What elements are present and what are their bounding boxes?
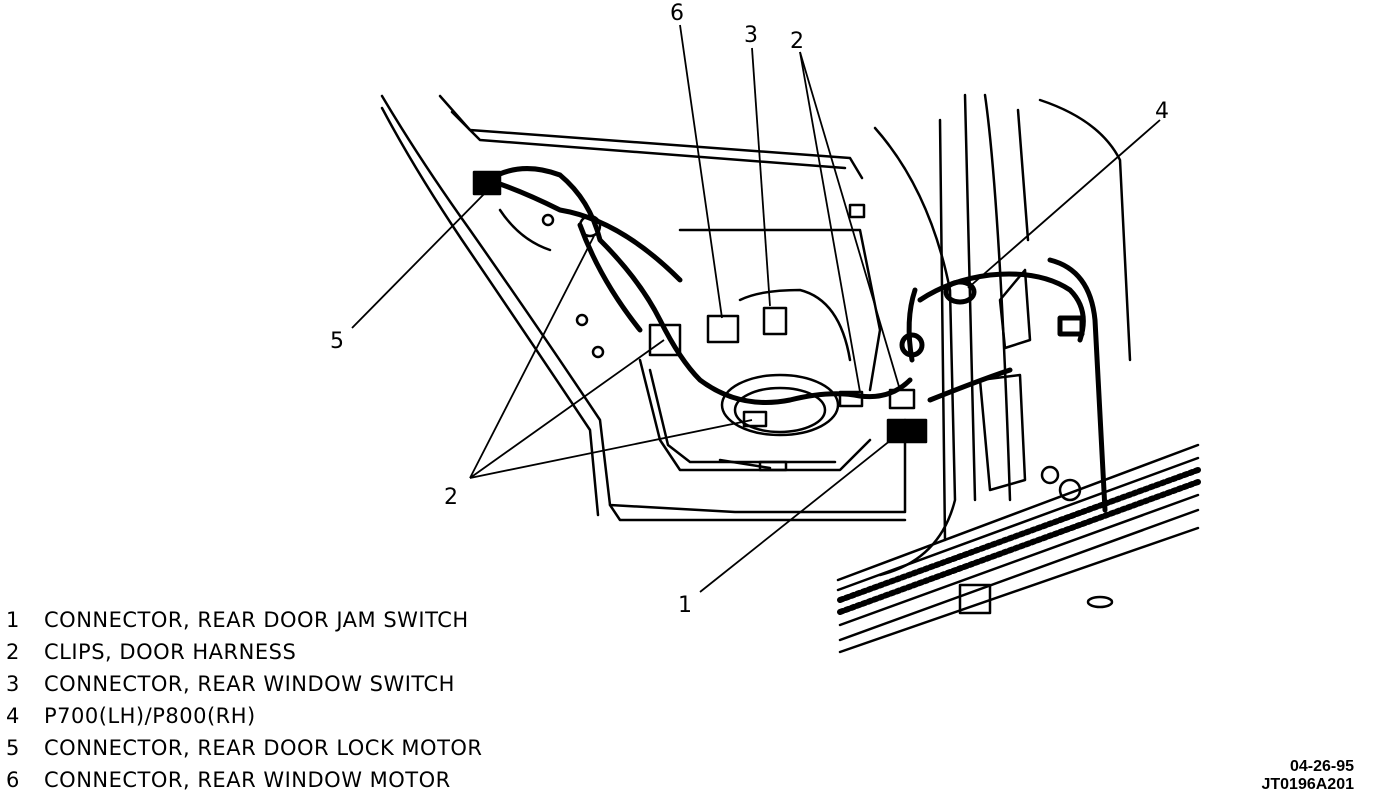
callout-5: 5: [330, 329, 344, 354]
legend-item: 4 P700(LH)/P800(RH): [6, 700, 483, 732]
legend-text: CLIPS, DOOR HARNESS: [44, 640, 297, 664]
legend-text: P700(LH)/P800(RH): [44, 704, 256, 728]
legend-text: CONNECTOR, REAR WINDOW MOTOR: [44, 768, 451, 792]
harness-connectors: [472, 170, 928, 444]
legend-item: 3 CONNECTOR, REAR WINDOW SWITCH: [6, 668, 483, 700]
legend-text: CONNECTOR, REAR DOOR JAM SWITCH: [44, 608, 469, 632]
legend-number: 6: [6, 768, 20, 792]
legend-item: 2 CLIPS, DOOR HARNESS: [6, 636, 483, 668]
figure-date: 04-26-95: [1289, 758, 1354, 775]
callout-2-bottom: 2: [444, 485, 458, 510]
legend-number: 3: [6, 672, 20, 696]
callout-4: 4: [1155, 99, 1169, 124]
callout-6: 6: [670, 1, 684, 26]
legend-number: 4: [6, 704, 20, 728]
pillar-harness: [899, 257, 1108, 513]
legend-item: 5 CONNECTOR, REAR DOOR LOCK MOTOR: [6, 732, 483, 764]
rocker-sill: [836, 443, 1201, 654]
legend-item: 6 CONNECTOR, REAR WINDOW MOTOR: [6, 764, 483, 796]
callout-3: 3: [744, 23, 758, 48]
legend-number: 5: [6, 736, 20, 760]
leader-lines: [351, 24, 1161, 593]
callout-2-top: 2: [790, 29, 804, 54]
door-harness: [485, 166, 913, 405]
legend-number: 2: [6, 640, 20, 664]
speaker-opening: [720, 288, 852, 437]
figure-stamp: 04-26-95 JT0196A201: [1261, 758, 1354, 794]
callout-1: 1: [678, 593, 692, 618]
legend-text: CONNECTOR, REAR WINDOW SWITCH: [44, 672, 455, 696]
legend: 1 CONNECTOR, REAR DOOR JAM SWITCH 2 CLIPS,…: [6, 604, 483, 796]
legend-text: CONNECTOR, REAR DOOR LOCK MOTOR: [44, 736, 483, 760]
legend-item: 1 CONNECTOR, REAR DOOR JAM SWITCH: [6, 604, 483, 636]
legend-number: 1: [6, 608, 20, 632]
door-panel: [380, 94, 907, 522]
figure-code: JT0196A201: [1261, 776, 1354, 793]
